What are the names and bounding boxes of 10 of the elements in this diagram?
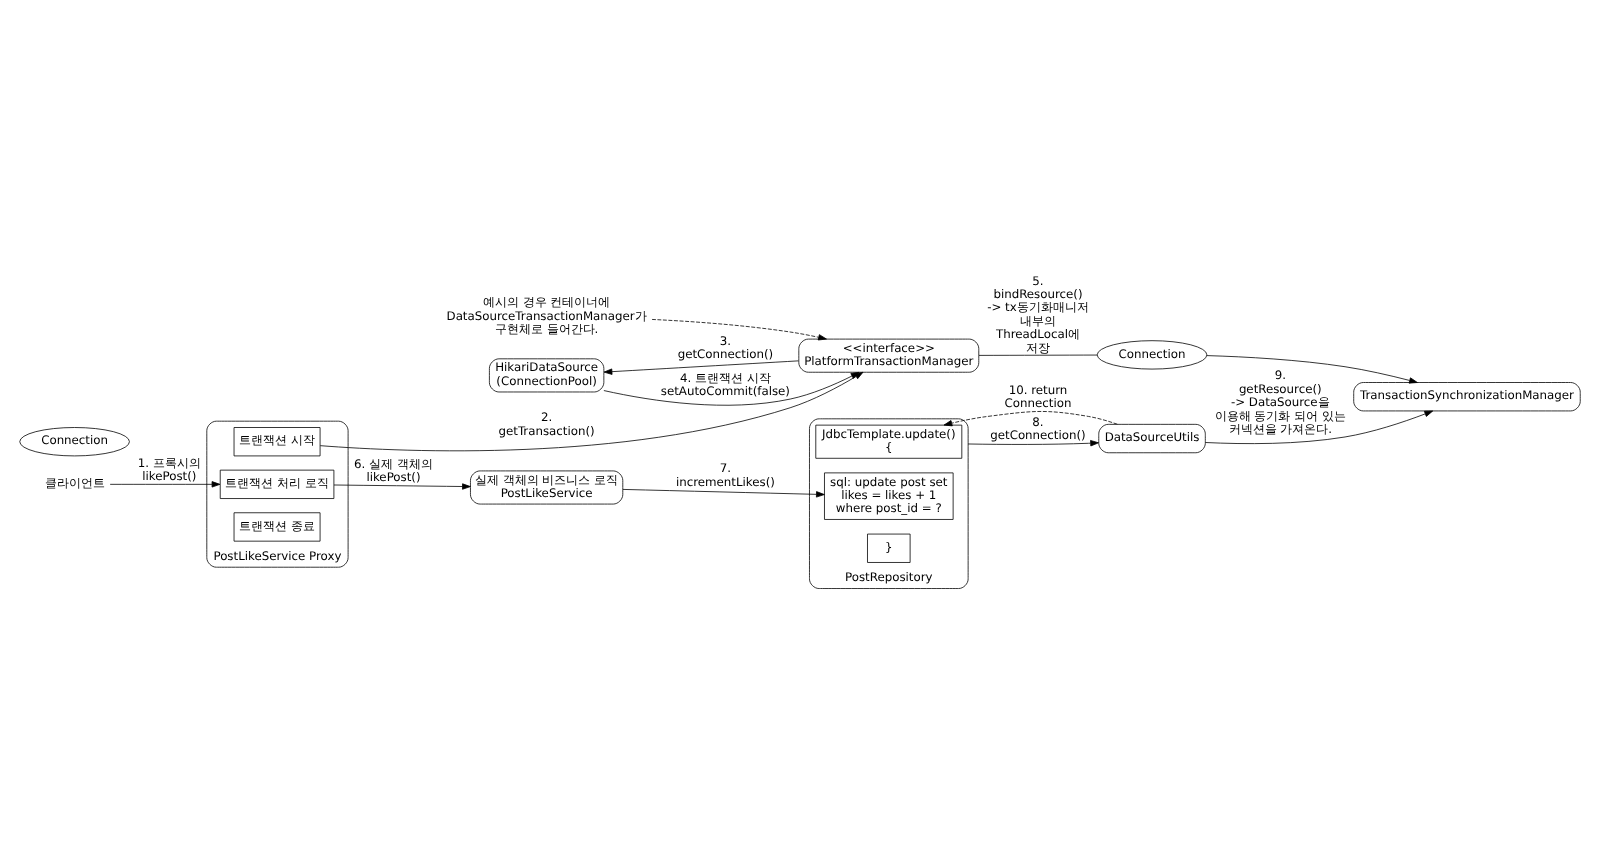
- arrow: [109, 480, 221, 487]
- arrow: [333, 482, 471, 489]
- connector: [978, 353, 1098, 355]
- arrow: [622, 488, 825, 497]
- arrow: [651, 318, 827, 340]
- arrow: [1205, 409, 1434, 443]
- arrow: [1206, 354, 1418, 383]
- arrow: [967, 439, 1099, 446]
- arrow: [943, 410, 1118, 426]
- arrow: [603, 359, 799, 374]
